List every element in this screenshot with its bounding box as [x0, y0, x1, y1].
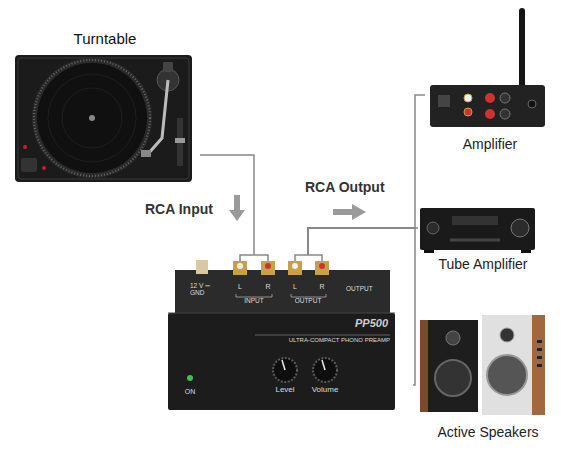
panel-label: L	[234, 283, 246, 291]
panel-label: Level	[265, 385, 305, 394]
pitch-knob	[175, 138, 185, 143]
woofer	[487, 355, 527, 395]
speaker-terminal	[485, 109, 495, 119]
panel-label: PP500	[328, 317, 388, 330]
device-title: Active Speakers	[413, 424, 563, 440]
rca-jack	[315, 261, 329, 275]
rca-center	[265, 263, 271, 269]
edge-label: RCA Input	[145, 201, 213, 217]
knob-pointer	[282, 360, 285, 370]
device-title: Turntable	[10, 30, 200, 47]
panel-label: 12 V ═ GND	[190, 282, 216, 297]
speaker-terminal	[500, 93, 510, 103]
level-knob	[273, 358, 297, 382]
volume-knob	[313, 358, 337, 382]
headshell	[141, 150, 151, 157]
output-arrow	[333, 204, 366, 220]
vent-slot	[537, 364, 542, 367]
panel-label: Volume	[305, 385, 345, 394]
preamp-back-panel	[175, 270, 390, 314]
turntable-node: Turntable	[10, 28, 200, 183]
panel-label: L	[289, 283, 301, 291]
tube-amplifier-node: Tube Amplifier	[418, 205, 548, 277]
rca-jack	[288, 261, 302, 275]
rca-jack	[233, 261, 247, 275]
turntable-edge	[18, 58, 189, 179]
power-jack	[196, 260, 208, 274]
panel-label: ULTRA-COMPACT PHONO PREAMP	[250, 337, 390, 344]
spindle	[89, 115, 95, 121]
foot	[521, 250, 531, 253]
rca-center	[292, 263, 298, 269]
turntable-body	[15, 55, 192, 182]
speaker-front	[482, 315, 532, 415]
output-bracket	[295, 255, 322, 261]
power-led	[187, 375, 193, 381]
button-row	[450, 239, 500, 242]
tonearm	[148, 80, 168, 154]
rca-center	[237, 263, 243, 269]
rca-center	[319, 263, 325, 269]
speaker-cabinet	[420, 320, 478, 412]
edge-label: RCA Output	[305, 179, 385, 195]
vent-slot	[537, 356, 542, 359]
preamp-front-panel	[168, 313, 395, 410]
panel-label: OUTPUT	[283, 297, 333, 304]
power-jack	[528, 100, 536, 108]
tube-amplifier-body	[420, 208, 535, 250]
device-title: Amplifier	[425, 136, 555, 152]
phono-preamp-node: 12 V ═ GND L R INPUT L R OUTPUT OUTPUT PP500ULTR…	[168, 255, 395, 412]
platter-rim	[32, 58, 152, 178]
panel-edge	[168, 313, 395, 314]
amplifier-body	[430, 85, 545, 127]
vent-slot	[537, 340, 542, 343]
panel-label: R	[262, 283, 274, 291]
speaker-cabinet	[482, 315, 545, 415]
panel-label: OUTPUT	[346, 285, 391, 292]
tweeter	[446, 331, 460, 345]
receiver-knob	[427, 222, 439, 234]
input-arrow	[229, 195, 245, 221]
amplifier-node: Amplifier	[425, 3, 555, 155]
foot	[424, 250, 434, 253]
label-bracket	[236, 294, 272, 297]
indicator-dot	[23, 145, 27, 149]
woofer	[435, 360, 471, 396]
display	[452, 216, 498, 225]
model-rule	[255, 335, 390, 336]
vent-slot	[537, 348, 542, 351]
receiver-knob	[511, 219, 529, 237]
amp-jack	[464, 108, 472, 116]
rca-jack	[261, 261, 275, 275]
input-bracket	[240, 255, 268, 261]
platter-ring	[62, 88, 122, 148]
active-speakers-node: Active Speakers	[413, 312, 563, 447]
panel-label: R	[316, 283, 328, 291]
knob-pointer	[322, 360, 325, 370]
speaker-terminal	[500, 109, 510, 119]
speaker-terminal	[485, 93, 495, 103]
device-title: Tube Amplifier	[418, 256, 548, 272]
rca-cable	[308, 95, 425, 255]
platter-ring	[48, 74, 136, 162]
panel-label: INPUT	[229, 297, 279, 304]
antenna	[519, 8, 525, 88]
label-bracket	[291, 294, 326, 297]
platter	[37, 63, 147, 173]
tweeter	[500, 328, 514, 342]
rca-cable	[308, 228, 415, 385]
amp-port	[438, 95, 450, 107]
strobe-dots	[34, 60, 150, 176]
indicator-dot	[42, 166, 46, 170]
counterweight	[163, 62, 173, 72]
rca-cable	[308, 228, 418, 255]
speaker-front	[428, 320, 478, 412]
start-button	[21, 158, 37, 172]
panel-label: ON	[180, 388, 200, 396]
amp-jack	[464, 94, 472, 102]
